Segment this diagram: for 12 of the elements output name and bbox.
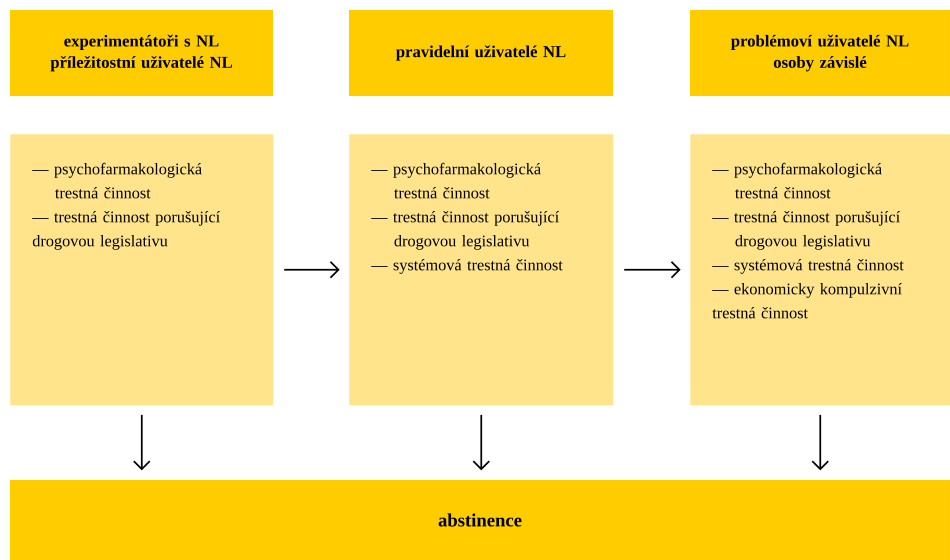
- arrow: [812, 414, 829, 470]
- arrow: [624, 261, 681, 278]
- header-box: pravidelní uživatelé NL: [349, 10, 613, 96]
- list-box: — psychofarmakologická trestná činnost — trestná činnost porušující drogovou legislativu — systémová trestná činnost: [349, 134, 614, 406]
- list-box: — psychofarmakologická trestná činnost — trestná činnost porušující drogovou legislativu: [10, 134, 274, 406]
- header-box: experimentátoři s NL příležitostní uživatelé NL: [10, 10, 273, 96]
- arrow: [472, 414, 490, 470]
- result-box: abstinence: [10, 480, 950, 560]
- list-box: — psychofarmakologická trestná činnost — trestná činnost porušující drogovou legislativu — systémová trestná činnost — ekonomicky kompulzivní trestná činnost: [690, 134, 950, 406]
- header-box: problémoví uživatelé NL osoby závislé: [690, 10, 950, 96]
- arrow: [284, 261, 340, 278]
- arrow: [133, 414, 150, 470]
